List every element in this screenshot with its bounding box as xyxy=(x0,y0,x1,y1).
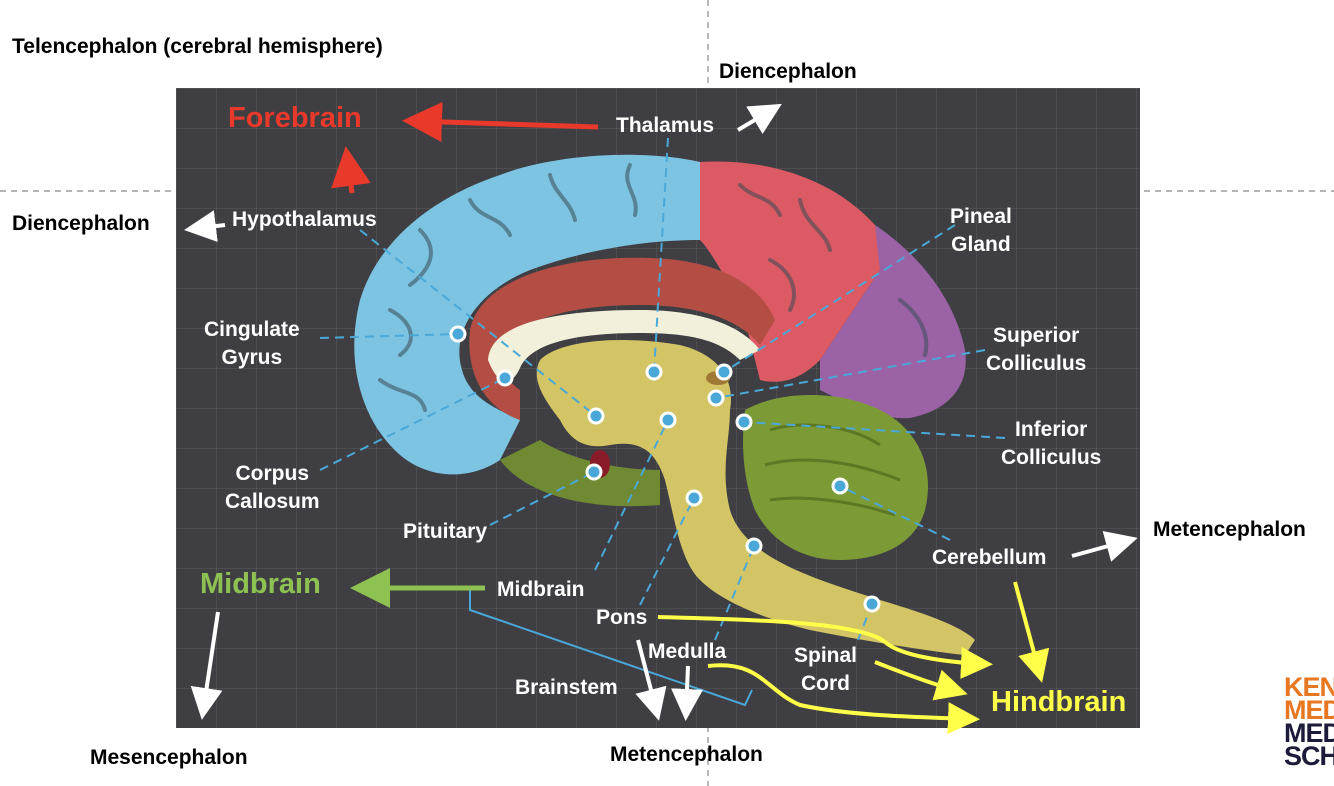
dot-hypothalamus xyxy=(587,407,605,425)
telencephalon-label: Telencephalon (cerebral hemisphere) xyxy=(12,35,383,58)
spinal-cord-label: Spinal Cord xyxy=(794,644,858,695)
medulla-to-metencephalon-arrow xyxy=(671,665,704,721)
hypothalamus-label: Hypothalamus xyxy=(232,208,377,231)
pons-label: Pons xyxy=(596,606,648,629)
dot-pons xyxy=(685,489,703,507)
dot-midbrain xyxy=(659,411,677,429)
mesencephalon-label: Mesencephalon xyxy=(90,746,248,769)
hindbrain-label: Hindbrain xyxy=(991,686,1127,718)
school-logo: KEN MED MED SCH xyxy=(1284,672,1334,771)
pons-to-metencephalon-arrow xyxy=(635,639,667,721)
hypothalamus-to-forebrain-arrow xyxy=(331,146,371,194)
dot-cerebellum xyxy=(831,477,849,495)
midbrain-to-mesencephalon-arrow xyxy=(190,611,223,720)
medulla-label: Medulla xyxy=(648,640,727,663)
cingulate-gyrus-label: Cingulate Gyrus xyxy=(204,318,300,369)
lower-green-region xyxy=(500,440,660,507)
pineal-gland-label: Pineal Gland xyxy=(950,205,1012,256)
thalamus-label: Thalamus xyxy=(616,114,715,137)
hypothalamus-to-diencephalon-arrow xyxy=(184,210,226,242)
dot-spinal-cord xyxy=(863,595,881,613)
cerebrum-parietal-red xyxy=(700,161,886,382)
thalamus-to-diencephalon-arrow xyxy=(736,103,782,135)
midbrain-label: Midbrain xyxy=(497,578,585,601)
dot-pineal xyxy=(715,363,733,381)
logo-line-4: SCH xyxy=(1284,741,1334,771)
corpus-callosum-region xyxy=(488,310,760,382)
cingulate-gyrus-region xyxy=(469,257,775,420)
brainstem-region xyxy=(536,340,975,655)
cerebellum-region xyxy=(743,395,928,560)
diencephalon-top-label: Diencephalon xyxy=(719,60,857,83)
brainstem-bracket xyxy=(469,590,753,707)
dot-corpus-callosum xyxy=(496,369,514,387)
metencephalon-right-label: Metencephalon xyxy=(1153,518,1306,541)
logo-line-3: MED xyxy=(1284,718,1334,748)
inferior-colliculus-label: Inferior Colliculus xyxy=(1001,418,1102,469)
dot-cingulate xyxy=(449,325,467,343)
forebrain-label: Forebrain xyxy=(228,102,362,134)
cerebellum-label: Cerebellum xyxy=(932,546,1047,569)
superior-colliculus-label: Superior Colliculus xyxy=(986,324,1087,375)
corpus-callosum-label: Corpus Callosum xyxy=(225,462,320,513)
pointer-lines xyxy=(319,137,1006,641)
sulci-texture xyxy=(378,163,929,412)
dot-medulla xyxy=(745,537,763,555)
dot-pituitary xyxy=(585,463,603,481)
pointer-dots xyxy=(449,325,881,613)
diencephalon-left-label: Diencephalon xyxy=(12,212,150,235)
logo-line-2: MED xyxy=(1284,695,1334,725)
hindbrain-arrows xyxy=(657,581,1050,735)
dot-superior-colliculus xyxy=(707,389,725,407)
dot-inferior-colliculus xyxy=(735,413,753,431)
thalamus-to-forebrain-arrow xyxy=(402,101,599,142)
dot-thalamus xyxy=(645,363,663,381)
brainstem-label: Brainstem xyxy=(515,676,618,699)
metencephalon-bottom-label: Metencephalon xyxy=(610,743,763,766)
logo-line-1: KEN xyxy=(1284,672,1334,702)
midbrain-division-label: Midbrain xyxy=(200,568,321,600)
cerebrum-frontal-blue xyxy=(354,154,700,475)
cerebellum-to-metencephalon-arrow xyxy=(1071,530,1138,562)
pituitary-label: Pituitary xyxy=(403,520,488,543)
cerebrum-occipital-purple xyxy=(820,225,966,419)
